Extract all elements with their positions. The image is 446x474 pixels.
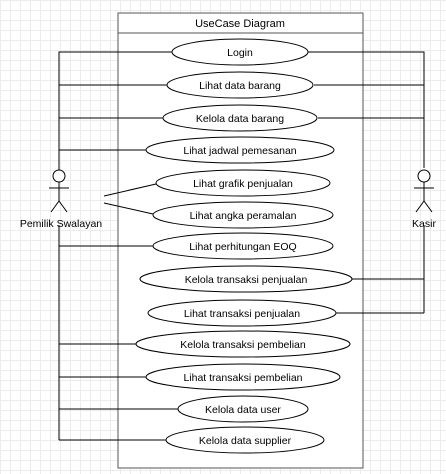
use-case-label: Lihat jadwal pemesanan [183, 145, 296, 157]
stick-figure-icon [49, 169, 69, 213]
use-cases: Login Lihat data barang Kelola data bara… [135, 38, 353, 454]
use-case-label: Kelola transaksi pembelian [180, 339, 306, 351]
use-case-kelola-data-barang[interactable]: Kelola data barang [162, 104, 318, 132]
kasir-associations [308, 51, 425, 314]
actor-label: Kasir [412, 218, 436, 230]
use-case-label: Lihat data barang [199, 80, 281, 92]
use-case-ellipse [145, 136, 335, 164]
use-case-label: Lihat transaksi penjualan [184, 308, 300, 320]
use-case-label: Lihat perhitungan EOQ [189, 241, 296, 253]
use-case-lihat-data-barang[interactable]: Lihat data barang [166, 71, 314, 99]
use-case-lihat-perhitungan-eoq[interactable]: Lihat perhitungan EOQ [152, 232, 334, 260]
use-case-lihat-grafik-penjualan[interactable]: Lihat grafik penjualan [155, 169, 331, 197]
use-case-ellipse [152, 232, 334, 260]
use-case-kelola-data-supplier[interactable]: Kelola data supplier [165, 426, 325, 454]
stick-figure-icon [414, 169, 434, 213]
use-case-label: Lihat grafik penjualan [193, 178, 293, 190]
actor-kasir[interactable]: Kasir [412, 169, 436, 230]
use-case-label: Kelola data user [205, 404, 281, 416]
assoc-kasir-login [308, 51, 425, 168]
use-case-login[interactable]: Login [171, 38, 309, 66]
use-case-lihat-transaksi-pembelian[interactable]: Lihat transaksi pembelian [145, 363, 341, 391]
use-case-ellipse [135, 330, 351, 358]
use-case-ellipse [171, 38, 309, 66]
pemilik-associations [58, 51, 178, 441]
use-case-label: Kelola data barang [196, 113, 284, 125]
use-case-kelola-transaksi-penjualan[interactable]: Kelola transaksi penjualan [139, 265, 353, 293]
assoc-pemilik-lihat-grafik-penjualan [103, 183, 157, 197]
actor-pemilik-swalayan[interactable]: Pemilik Swalayan [20, 169, 102, 230]
use-case-ellipse [152, 201, 334, 229]
use-case-kelola-transaksi-pembelian[interactable]: Kelola transaksi pembelian [135, 330, 351, 358]
use-case-ellipse [165, 426, 325, 454]
assoc-pemilik-lihat-angka-peramalan [103, 202, 154, 215]
system-title: UseCase Diagram [195, 18, 285, 30]
use-case-ellipse [177, 395, 309, 423]
use-case-ellipse [139, 265, 353, 293]
use-case-ellipse [155, 169, 331, 197]
assoc-pemilik-login [58, 51, 172, 170]
use-case-ellipse [166, 71, 314, 99]
use-case-ellipse [145, 363, 341, 391]
use-case-label: Lihat transaksi pembelian [183, 372, 302, 384]
use-case-label: Kelola transaksi penjualan [185, 274, 308, 286]
use-case-ellipse [162, 104, 318, 132]
use-case-ellipse [147, 299, 337, 327]
use-case-label: Kelola data supplier [199, 435, 292, 447]
use-case-kelola-data-user[interactable]: Kelola data user [177, 395, 309, 423]
use-case-lihat-jadwal-pemesanan[interactable]: Lihat jadwal pemesanan [145, 136, 335, 164]
use-case-label: Lihat angka peramalan [190, 210, 297, 222]
use-case-label: Login [227, 47, 253, 59]
actor-label: Pemilik Swalayan [20, 218, 102, 230]
use-case-lihat-transaksi-penjualan[interactable]: Lihat transaksi penjualan [147, 299, 337, 327]
use-case-lihat-angka-peramalan[interactable]: Lihat angka peramalan [152, 201, 334, 229]
